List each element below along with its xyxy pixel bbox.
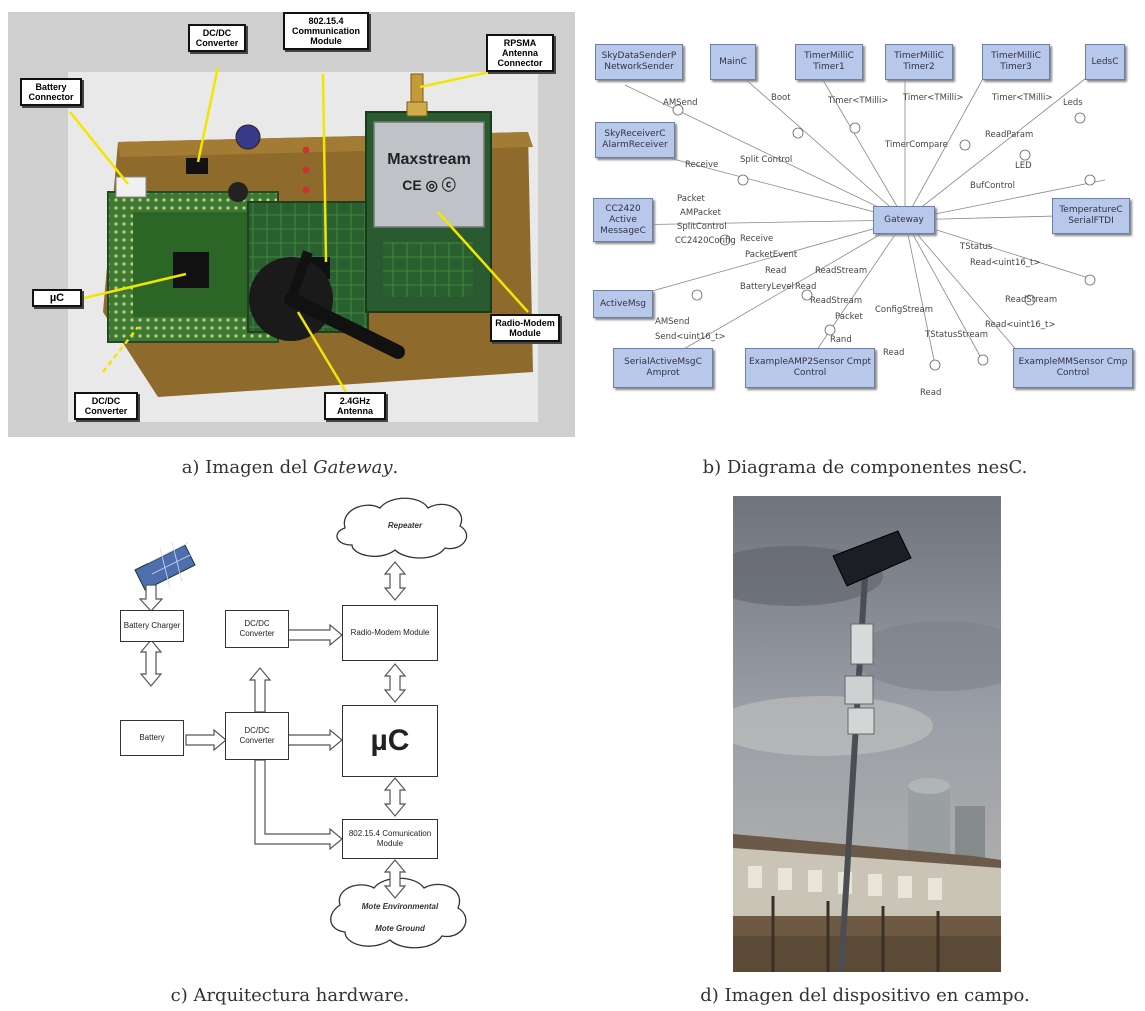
iface-label-31: Packet [835, 312, 863, 322]
component-ledsc: LedsC [1085, 44, 1125, 80]
callout-radio-modem-module: Radio-Modem Module [490, 314, 560, 342]
callout-communication-module: 802.15.4 Communication Module [283, 12, 369, 50]
block-battery-charger: Battery Charger [120, 610, 184, 642]
panel-c-hardware-architecture: Battery Charger Battery DC/DC Converter … [90, 490, 480, 980]
iface-label-24: Read<uint16_t> [985, 320, 1056, 330]
mote-cloud [330, 877, 467, 949]
callout-2-4ghz-antenna: 2.4GHz Antenna [324, 392, 386, 420]
iface-label-2: Timer<TMilli> [828, 96, 889, 106]
field-device-illustration [733, 496, 1001, 972]
iface-label-5: Leds [1063, 98, 1083, 108]
callout-dcdc-converter-bottom: DC/DC Converter [74, 392, 138, 420]
iface-label-28: Read [883, 348, 905, 358]
block-battery: Battery [120, 720, 184, 756]
component-cc2420: CC2420 Active MessageC [593, 198, 653, 242]
mote-environmental-label: Mote Environmental [361, 902, 439, 911]
iface-label-30: AMSend [655, 317, 690, 327]
iface-label-11: BufControl [970, 181, 1015, 191]
callout-lines [69, 65, 529, 393]
component-gateway: Gateway [873, 206, 935, 234]
block-dcdc-converter-2: DC/DC Converter [225, 712, 289, 760]
iface-label-34: ReadStream [1005, 295, 1058, 305]
iface-label-17: PacketEvent [745, 250, 798, 260]
component-amp2-sensor: ExampleAMP2Sensor Cmpt Control [745, 348, 875, 388]
iface-label-22: TStatus [960, 242, 993, 252]
caption-a-suffix: . [392, 457, 399, 478]
interface-lollipops [672, 104, 1096, 371]
component-active-msg: ActiveMsg [593, 290, 653, 318]
iface-label-32: Send<uint16_t> [655, 332, 726, 342]
iface-label-23: Read<uint16_t> [970, 258, 1041, 268]
caption-a-italic: Gateway [313, 457, 393, 478]
mote-ground-label: Mote Ground [375, 924, 425, 933]
iface-label-21: ReadStream [810, 296, 863, 306]
architecture-arrows [134, 497, 468, 949]
iface-label-12: Packet [677, 194, 705, 204]
repeater-cloud [336, 497, 468, 559]
iface-label-7: Split Control [740, 155, 793, 165]
nesc-wiring-lines [619, 69, 1106, 371]
component-mm-sensor: ExampleMMSensor Cmp Control [1013, 348, 1133, 388]
callout-rpsma-antenna-connector: RPSMA Antenna Connector [486, 34, 554, 72]
iface-label-10: LED [1015, 161, 1032, 171]
iface-label-14: SplitControl [677, 222, 727, 232]
panel-d-field-photo [733, 496, 1001, 972]
iface-label-25: Rand [830, 335, 852, 345]
caption-b: b) Diagrama de componentes nesC. [702, 457, 1028, 478]
iface-label-9: ReadParam [985, 130, 1034, 140]
iface-label-8: TimerCompare [885, 140, 948, 150]
iface-label-3: Timer<TMilli> [903, 93, 964, 103]
block-comm-module: 802.15.4 Comunication Module [342, 819, 438, 859]
caption-c: c) Arquitectura hardware. [170, 985, 410, 1006]
gateway-board-illustration: Maxstream CE ◎ ⓒ [8, 12, 575, 437]
panel-b-nesc-diagram: SkyDataSenderP NetworkSender MainC Timer… [585, 30, 1145, 410]
iface-label-19: ReadStream [815, 266, 868, 276]
iface-label-15: CC2420Config [675, 236, 736, 246]
component-timer3: TimerMilliC Timer3 [982, 44, 1050, 80]
component-timer1: TimerMilliC Timer1 [795, 44, 863, 80]
solar-panel-icon [134, 541, 196, 591]
callout-battery-connector: Battery Connector [20, 78, 82, 106]
ce-mark: CE ◎ ⓒ [402, 177, 455, 193]
block-uc: µC [342, 705, 438, 777]
iface-label-16: Receive [740, 234, 774, 244]
iface-label-0: AMSend [663, 98, 698, 108]
component-serial-ftdi: TemperatureC SerialFTDI [1052, 198, 1130, 234]
component-mainc: MainC [710, 44, 756, 80]
maxstream-brand-text: Maxstream [387, 151, 471, 168]
iface-label-29: Read [920, 388, 942, 398]
caption-a-prefix: a) Imagen del [181, 457, 314, 478]
component-timer2: TimerMilliC Timer2 [885, 44, 953, 80]
callout-uc: µC [32, 289, 82, 307]
component-amprot: SerialActiveMsgC Amprot [613, 348, 713, 388]
component-network-sender: SkyDataSenderP NetworkSender [595, 44, 683, 80]
iface-label-26: ConfigStream [875, 305, 934, 315]
callout-dcdc-converter-top: DC/DC Converter [188, 24, 246, 52]
iface-label-1: Boot [771, 93, 791, 103]
iface-label-13: AMPacket [680, 208, 721, 218]
iface-label-4: Timer<TMilli> [992, 93, 1053, 103]
block-radio-modem: Radio-Modem Module [342, 605, 438, 661]
caption-d: d) Imagen del dispositivo en campo. [700, 985, 1030, 1006]
iface-label-6: Receive [685, 160, 719, 170]
block-dcdc-converter-1: DC/DC Converter [225, 610, 289, 648]
iface-label-20: Read [795, 282, 817, 292]
iface-label-33: BatteryLevel [740, 282, 794, 292]
caption-a: a) Imagen del Gateway. [0, 457, 580, 478]
iface-label-18: Read [765, 266, 787, 276]
panel-a-gateway-photo: Maxstream CE ◎ ⓒ DC/DC Converter [8, 12, 575, 437]
iface-label-27: TStatusStream [925, 330, 989, 340]
repeater-label: Repeater [387, 521, 423, 530]
component-alarm-receiver: SkyReceiverC AlarmReceiver [595, 122, 675, 158]
